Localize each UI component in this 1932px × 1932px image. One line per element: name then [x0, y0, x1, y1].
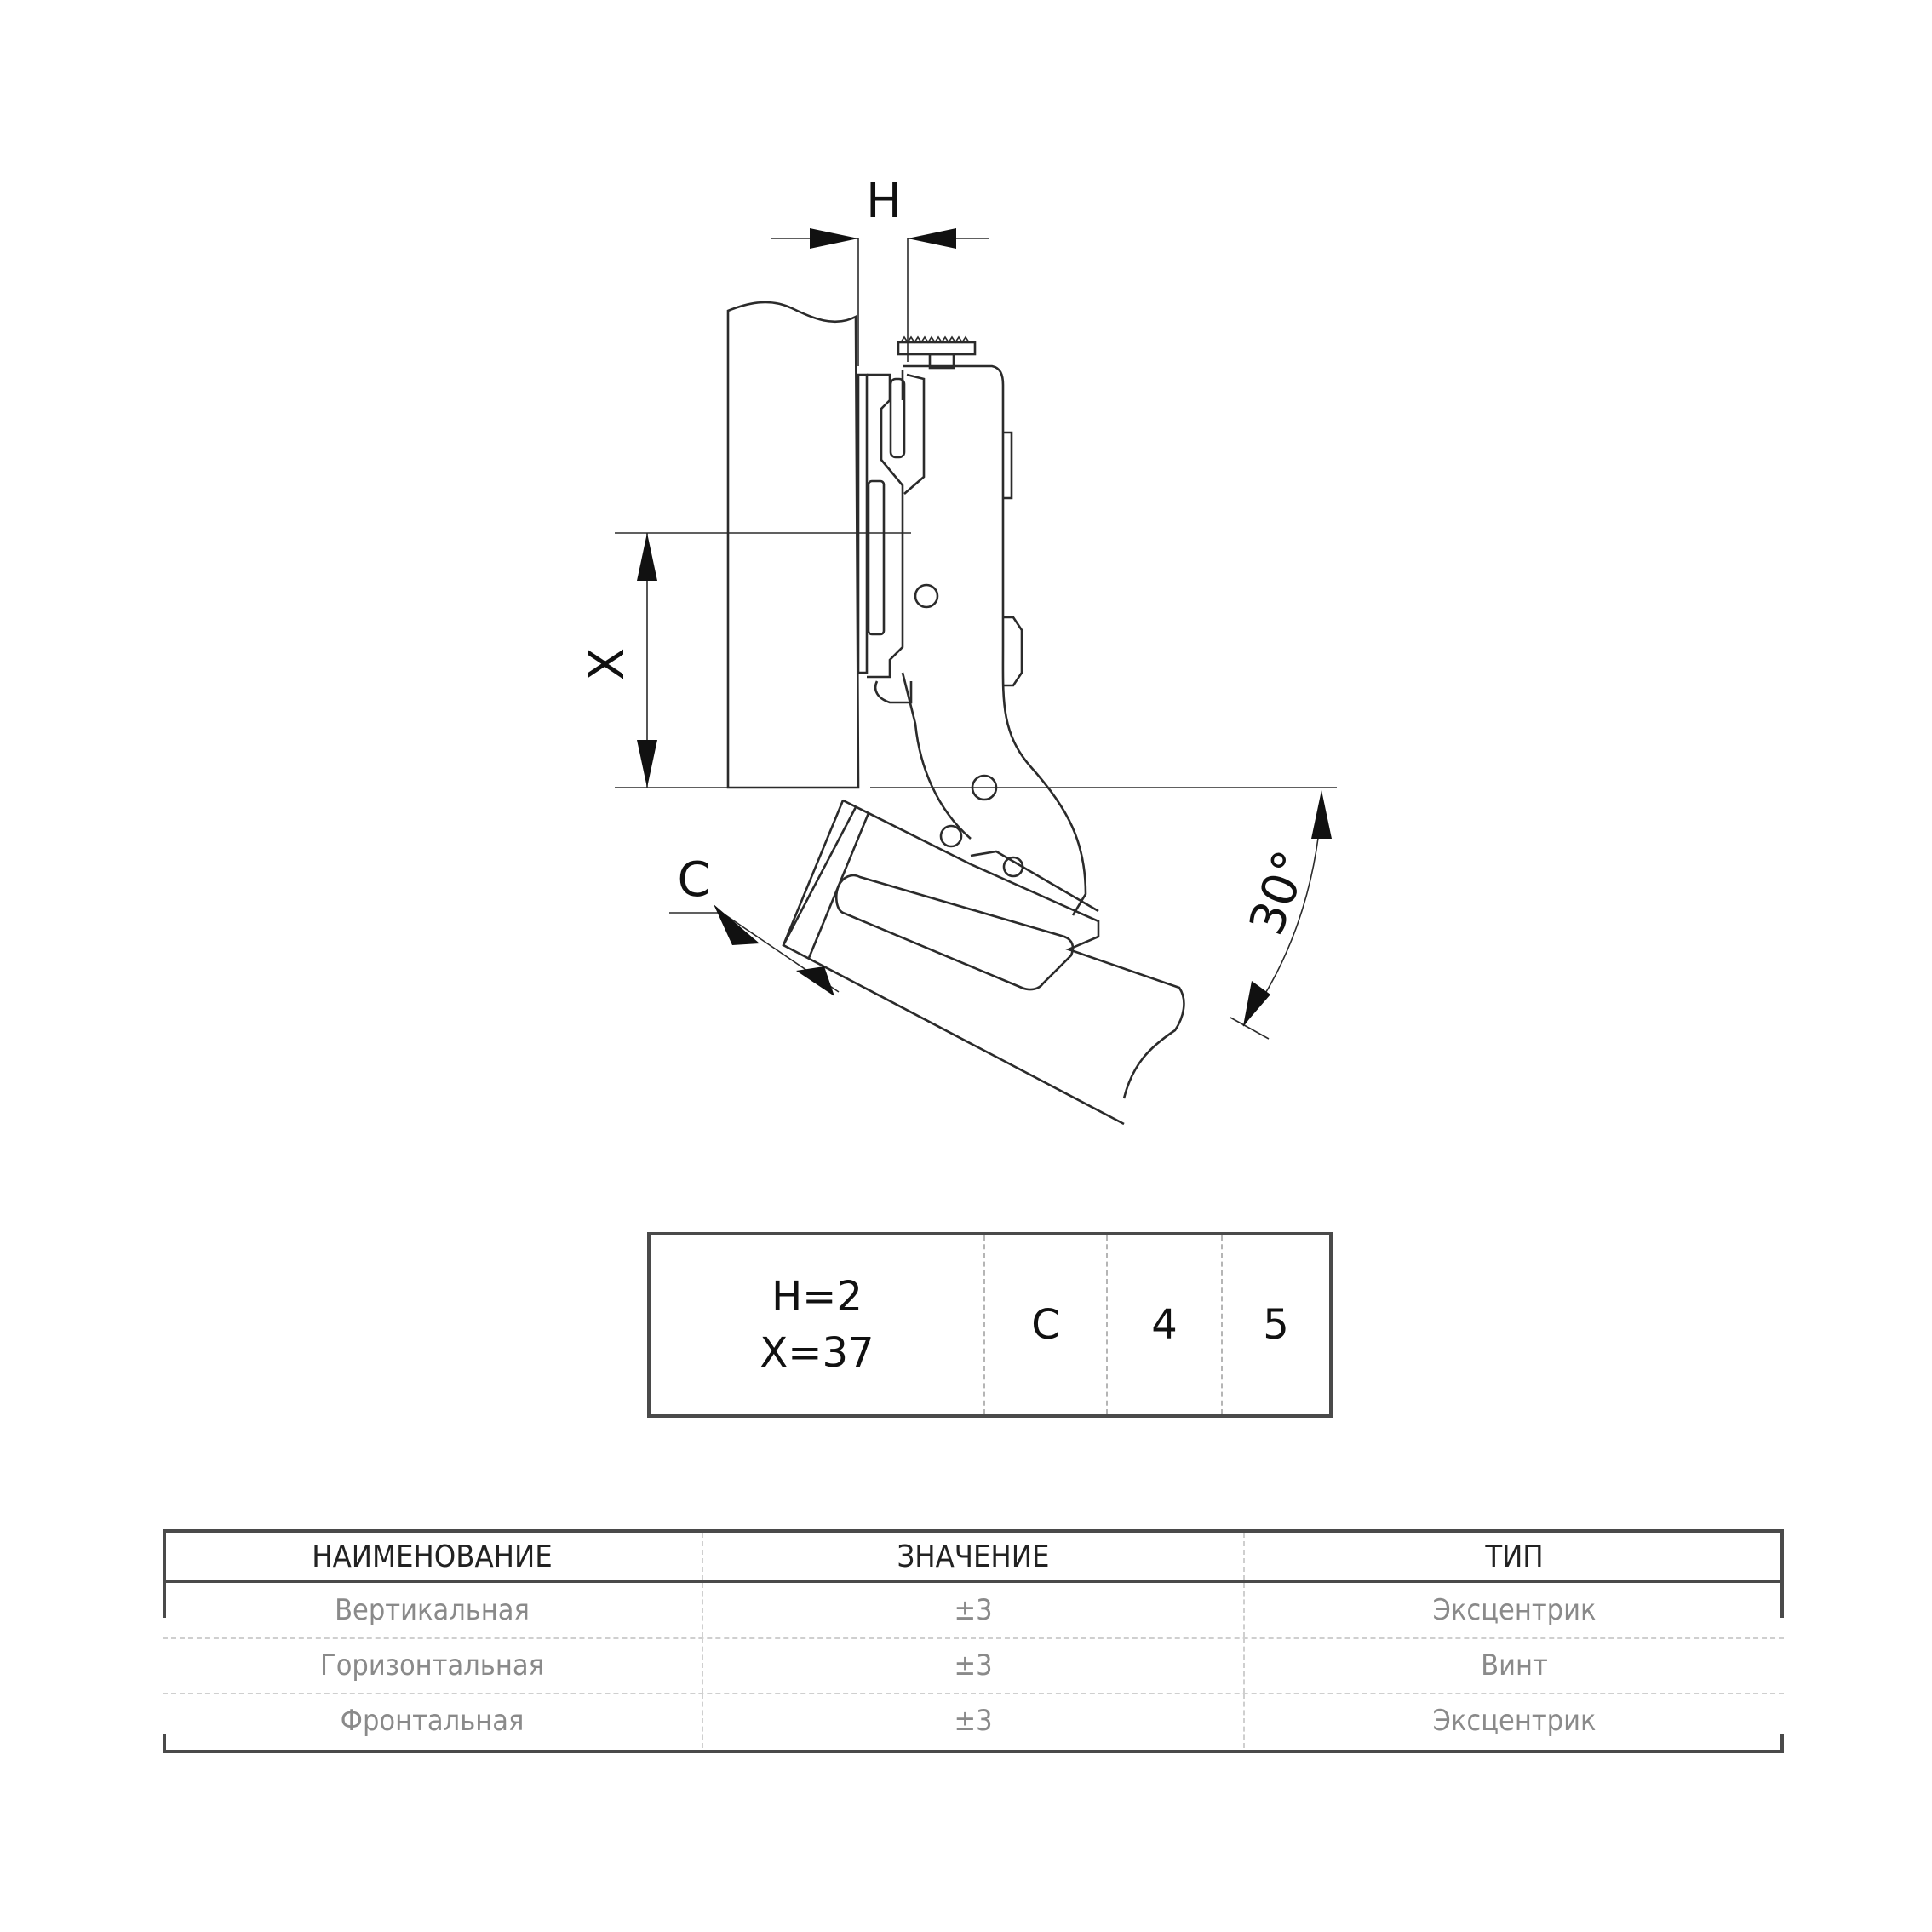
row-value: ±3 — [702, 1694, 1243, 1748]
spec-x-value: X=37 — [760, 1329, 874, 1377]
spec-h-value: H=2 — [771, 1273, 863, 1321]
hinge-arm — [874, 335, 1087, 916]
dim-label-angle: 30° — [1239, 844, 1320, 943]
row-value: ±3 — [702, 1583, 1243, 1637]
row-name: Горизонтальная — [320, 1648, 544, 1683]
table-row: Горизонтальная ±3 Винт — [163, 1638, 1784, 1693]
dim-label-c: C — [677, 852, 710, 908]
adjustment-table-header: НАИМЕНОВАНИЕ ЗНАЧЕНИЕ ТИП — [163, 1533, 1784, 1580]
dimension-angle: 30° — [1230, 790, 1332, 1040]
dimension-c: C — [669, 852, 840, 996]
adjustment-table: НАИМЕНОВАНИЕ ЗНАЧЕНИЕ ТИП Вертикальная ±… — [163, 1529, 1784, 1753]
row-value: ±3 — [702, 1638, 1243, 1693]
table-row: Вертикальная ±3 Эксцентрик — [163, 1583, 1784, 1637]
dimension-x: X — [580, 532, 911, 788]
dim-label-x: X — [580, 648, 635, 680]
hinge-drawing: H X C 30° — [580, 174, 1337, 1126]
spec-col-a: 4 — [1106, 1235, 1221, 1414]
header-name: НАИМЕНОВАНИЕ — [312, 1539, 553, 1574]
spec-col-b: 5 — [1221, 1235, 1329, 1414]
row-type: Винт — [1243, 1638, 1784, 1693]
row-name: Вертикальная — [335, 1593, 530, 1627]
dim-label-h: H — [866, 174, 902, 229]
header-type: ТИП — [1243, 1533, 1784, 1580]
mounting-plate — [857, 373, 906, 679]
spec-type-code: C — [983, 1235, 1106, 1414]
hinge-cup-and-door — [782, 799, 1185, 1126]
row-name: Фронтальная — [340, 1704, 525, 1738]
header-value: ЗНАЧЕНИЕ — [702, 1533, 1243, 1580]
table-row: Фронтальная ±3 Эксцентрик — [163, 1694, 1784, 1748]
cabinet-side-panel — [726, 301, 860, 789]
dimension-h: H — [771, 174, 989, 366]
row-type: Эксцентрик — [1243, 1694, 1784, 1748]
row-type: Эксцентрик — [1243, 1583, 1784, 1637]
spec-dimensions-cell: H=2 X=37 — [651, 1235, 983, 1414]
spec-table: H=2 X=37 C 4 5 — [647, 1232, 1333, 1418]
